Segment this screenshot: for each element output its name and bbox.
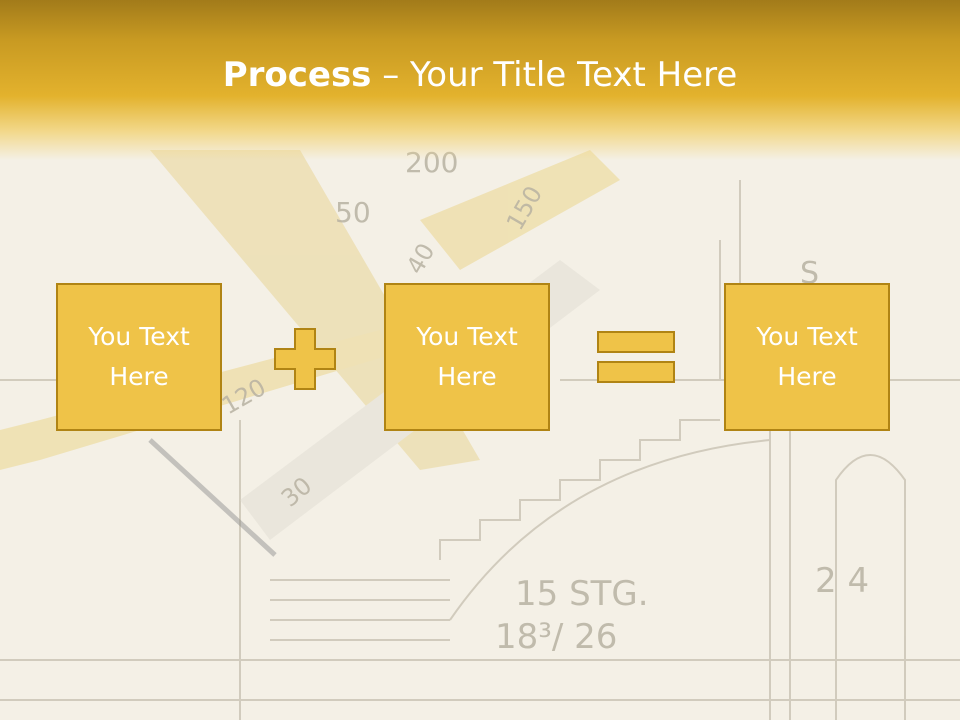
title-rest: – Your Title Text Here	[371, 55, 738, 95]
equals-icon	[597, 331, 675, 383]
bg-text: 2 4	[815, 561, 869, 601]
plus-icon	[274, 328, 336, 390]
process-box-1[interactable]: You Text Here	[56, 283, 222, 431]
process-box-label: You Text Here	[88, 322, 190, 391]
bg-text: 40	[401, 239, 441, 279]
slide-title: Process – Your Title Text Here	[0, 52, 960, 98]
process-box-2[interactable]: You Text Here	[384, 283, 550, 431]
bg-text: 50	[335, 196, 371, 229]
title-bold: Process	[222, 55, 372, 95]
bg-text: 15 STG.	[515, 574, 649, 614]
bg-text: 18³/ 26	[495, 617, 617, 657]
process-box-label: You Text Here	[756, 322, 858, 391]
process-box-label: You Text Here	[416, 322, 518, 391]
process-box-3[interactable]: You Text Here	[724, 283, 890, 431]
bg-text: S	[800, 256, 819, 291]
title-banner	[0, 0, 960, 160]
